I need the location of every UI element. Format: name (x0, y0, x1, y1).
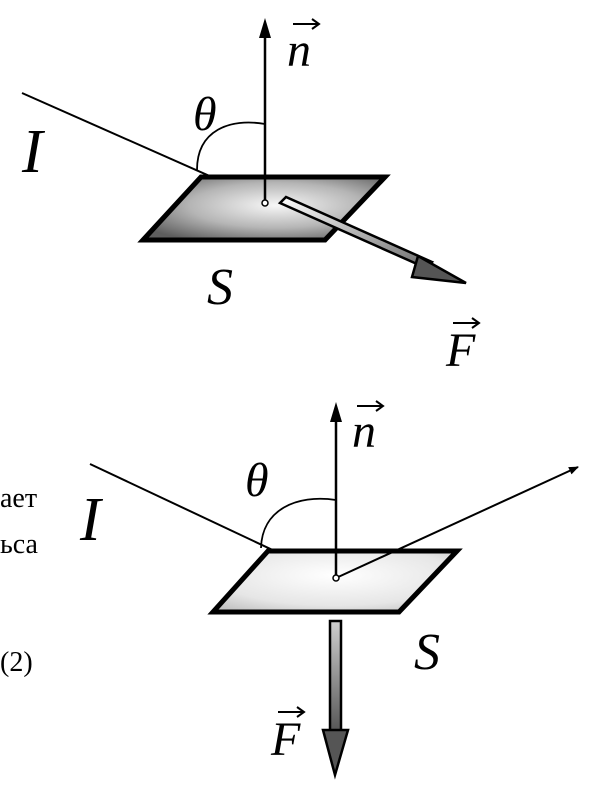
incidence-point (332, 574, 340, 582)
incidence-point (261, 199, 269, 207)
side-text: ает ьса (2) (0, 483, 39, 678)
surface-area (137, 174, 391, 243)
vector-arrow-icon (293, 18, 321, 30)
equation-number: (2) (0, 647, 33, 678)
svg-text:n: n (287, 24, 311, 77)
normal-label: n (287, 18, 321, 77)
vector-arrow-icon (278, 706, 306, 718)
normal-label: n (352, 400, 385, 458)
svg-text:F: F (445, 324, 476, 377)
area-label: S (207, 259, 233, 316)
force-arrow (321, 619, 350, 780)
svg-text:F: F (270, 713, 301, 766)
vector-arrow-icon (357, 400, 385, 412)
force-arrow (277, 195, 467, 285)
force-label: F (270, 706, 306, 766)
intensity-label: I (79, 486, 104, 554)
angle-label: θ (193, 88, 217, 141)
angle-arc (260, 498, 337, 549)
figure-top: I θ n S F (21, 18, 481, 377)
vector-arrow-icon (453, 317, 481, 329)
reflected-ray (335, 466, 579, 579)
angle-arc (196, 121, 266, 171)
side-text-line-2: ьса (0, 529, 39, 560)
normal-arrowhead (259, 18, 271, 38)
svg-text:n: n (352, 405, 376, 458)
normal-arrowhead (330, 402, 342, 422)
figure-bottom: I θ n S F (79, 400, 579, 780)
intensity-label: I (21, 118, 46, 186)
side-text-line-1: ает (0, 483, 37, 514)
area-label: S (414, 624, 440, 681)
force-label: F (445, 317, 481, 377)
angle-label: θ (245, 454, 269, 507)
